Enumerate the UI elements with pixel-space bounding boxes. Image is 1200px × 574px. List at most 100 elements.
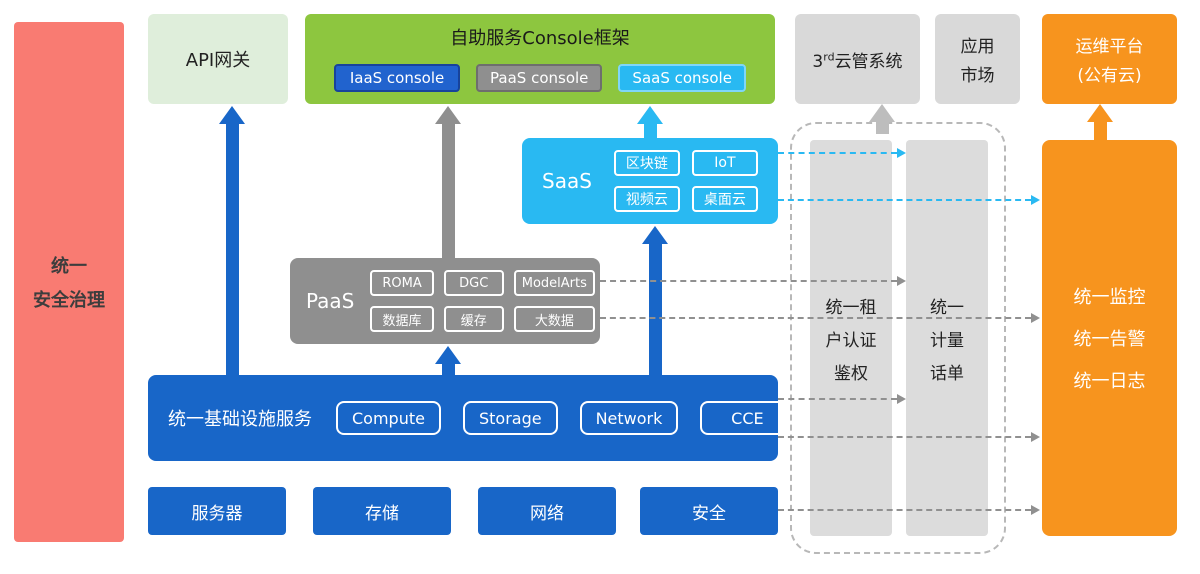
console-frame-title: 自助服务Console框架 — [450, 28, 630, 49]
connector-paas-to-monitor — [600, 313, 1040, 323]
arrow-head — [637, 106, 663, 124]
connector-paas-to-billing — [600, 276, 906, 286]
ops-platform-line1: 运维平台 — [1075, 37, 1144, 57]
console-frame: 自助服务Console框架 IaaS console PaaS console … — [305, 14, 775, 104]
connector-line — [778, 509, 1031, 511]
connector-arrowhead — [1031, 505, 1040, 515]
connector-infra-to-monitor — [778, 432, 1040, 442]
third-party-cloud-sup: rd — [823, 49, 835, 63]
saas-console-chip: SaaS console — [618, 64, 746, 92]
arrow-paas-to-console — [435, 106, 461, 258]
connector-saas-to-monitor — [778, 195, 1040, 205]
third-party-cloud-suffix: 云管系统 — [834, 51, 903, 72]
connector-line — [600, 317, 1031, 319]
chip-iot: IoT — [691, 150, 758, 176]
arrow-shaft — [225, 124, 239, 375]
saas-layer: SaaS 区块链 IoT 视频云 桌面云 — [522, 138, 778, 224]
infrastructure-layer: 统一基础设施服务 Compute Storage Network CCE — [148, 375, 795, 461]
ops-platform-label: 运维平台 (公有云) — [1042, 14, 1177, 104]
arrow-head — [219, 106, 245, 124]
arrow-head — [869, 104, 895, 122]
arrow-monitor-to-ops-platform — [1087, 104, 1113, 140]
box-network: 网络 — [478, 487, 616, 535]
paas-layer-label: PaaS — [306, 289, 355, 313]
billing-bar-line1: 统一 — [930, 297, 964, 318]
chip-storage: Storage — [462, 401, 558, 435]
security-governance-line2: 安全治理 — [33, 290, 105, 311]
app-market-box: 应用 市场 — [935, 14, 1020, 104]
monitor-bar-label: 统一监控 统一告警 统一日志 — [1042, 140, 1177, 536]
monitor-bar-line1: 统一监控 — [1073, 287, 1146, 308]
box-servers-label: 服务器 — [191, 503, 243, 524]
api-gateway-box: API网关 — [148, 14, 288, 104]
connector-line — [778, 152, 897, 154]
chip-desktop-cloud: 桌面云 — [691, 186, 758, 212]
console-chip-row: IaaS console PaaS console SaaS console — [319, 64, 761, 92]
arrow-head — [435, 346, 461, 364]
chip-modelarts: ModelArts — [513, 270, 595, 296]
auth-bar: 统一租 户认证 鉴权 — [810, 140, 892, 536]
arrow-shaft — [441, 124, 455, 258]
connector-line — [778, 436, 1031, 438]
box-storage-label: 存储 — [365, 503, 399, 524]
monitor-bar: 统一监控 统一告警 统一日志 — [1042, 140, 1177, 536]
box-storage: 存储 — [313, 487, 451, 535]
box-security-label: 安全 — [692, 503, 726, 524]
paas-console-chip: PaaS console — [476, 64, 603, 92]
billing-bar-label: 统一 计量 话单 — [906, 140, 988, 536]
chip-video-cloud: 视频云 — [613, 186, 680, 212]
chip-cce: CCE — [700, 401, 795, 435]
app-market-line2: 市场 — [960, 66, 995, 86]
connector-saas-to-billing — [778, 148, 906, 158]
infrastructure-chip-row: Compute Storage Network CCE — [336, 401, 795, 435]
connector-arrowhead — [897, 276, 906, 286]
box-servers: 服务器 — [148, 487, 286, 535]
auth-bar-line2: 户认证 — [825, 330, 877, 351]
app-market-label: 应用 市场 — [935, 14, 1020, 104]
security-governance-line1: 统一 — [51, 256, 87, 277]
third-party-cloud-prefix: 3 — [812, 51, 824, 72]
chip-blockchain: 区块链 — [613, 150, 680, 176]
chip-bigdata: 大数据 — [513, 306, 595, 332]
arrow-shared-to-third-party — [869, 104, 895, 134]
arrow-shaft — [1093, 122, 1107, 140]
security-governance-label: 统一 安全治理 — [14, 22, 124, 542]
connector-arrowhead — [1031, 313, 1040, 323]
arrow-shaft — [875, 122, 889, 134]
infrastructure-layer-label: 统一基础设施服务 — [168, 409, 312, 430]
auth-bar-line1: 统一租 — [825, 297, 877, 318]
auth-bar-line3: 鉴权 — [834, 363, 868, 384]
arrow-shaft — [648, 244, 662, 375]
ops-platform-line2: (公有云) — [1077, 66, 1142, 86]
connector-arrowhead — [897, 394, 906, 404]
app-market-line1: 应用 — [960, 37, 995, 57]
billing-bar-line3: 话单 — [930, 363, 964, 384]
auth-bar-label: 统一租 户认证 鉴权 — [810, 140, 892, 536]
arrow-infra-to-paas — [435, 346, 461, 375]
api-gateway-label: API网关 — [185, 50, 251, 71]
billing-bar: 统一 计量 话单 — [906, 140, 988, 536]
connector-line — [778, 398, 897, 400]
paas-layer: PaaS ROMA DGC ModelArts 数据库 缓存 大数据 — [290, 258, 600, 344]
box-security: 安全 — [640, 487, 778, 535]
arrow-infra-to-saas — [642, 226, 668, 375]
arrow-shaft — [643, 124, 657, 138]
connector-security-to-monitor — [778, 505, 1040, 515]
billing-bar-line2: 计量 — [930, 330, 964, 351]
arrow-shaft — [441, 364, 455, 375]
chip-database: 数据库 — [370, 306, 434, 332]
connector-line — [600, 280, 897, 282]
connector-arrowhead — [897, 148, 906, 158]
iaas-console-chip: IaaS console — [334, 64, 461, 92]
arrow-head — [435, 106, 461, 124]
third-party-cloud-box: 3rd云管系统 — [795, 14, 920, 104]
third-party-cloud-label: 3rd云管系统 — [812, 47, 902, 72]
connector-infra-to-billing — [778, 394, 906, 404]
saas-chip-grid: 区块链 IoT 视频云 桌面云 — [613, 150, 758, 212]
arrow-saas-to-console — [637, 106, 663, 138]
chip-compute: Compute — [336, 401, 441, 435]
connector-line — [778, 199, 1031, 201]
shared-services-dashed-frame — [790, 122, 1006, 554]
monitor-bar-line2: 统一告警 — [1073, 329, 1146, 350]
